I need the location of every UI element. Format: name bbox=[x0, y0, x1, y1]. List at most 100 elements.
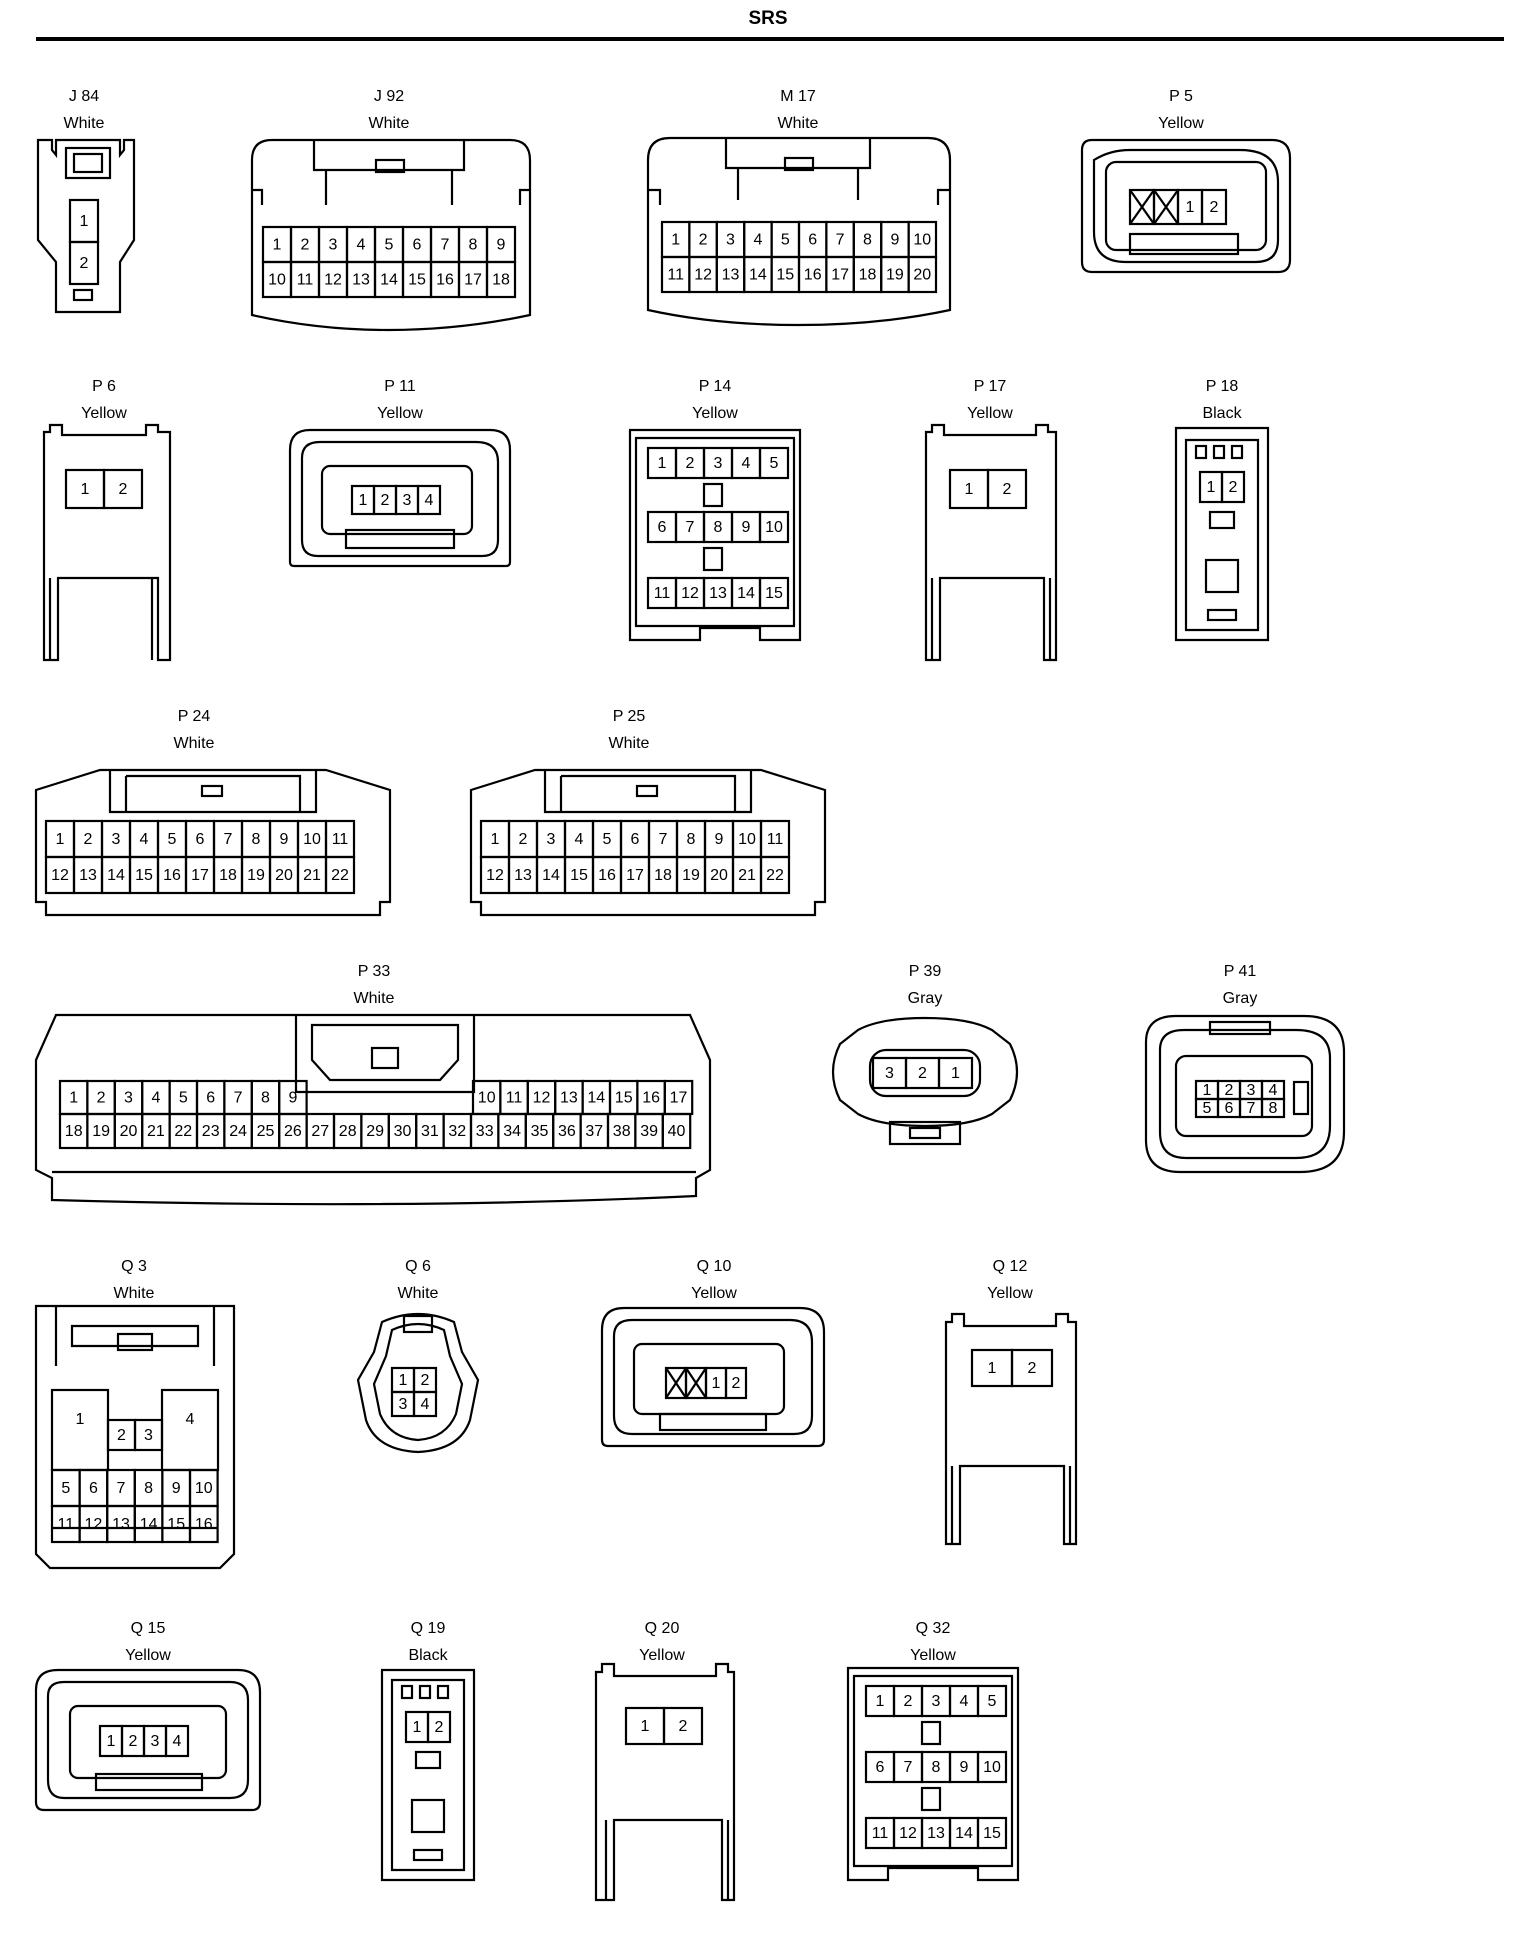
pin-label: 2 bbox=[1225, 1082, 1234, 1099]
connector-id-label: P 24 bbox=[178, 708, 211, 725]
connector-id-label: P 14 bbox=[699, 378, 732, 395]
pin-label: 11 bbox=[57, 1516, 74, 1533]
pin-label: 10 bbox=[765, 519, 783, 536]
pin-label: 15 bbox=[570, 867, 588, 884]
pin-cell bbox=[758, 510, 790, 544]
pin-cell bbox=[1220, 470, 1246, 504]
pin-label: 6 bbox=[413, 237, 422, 254]
pin-label: 9 bbox=[742, 519, 751, 536]
pin-label: 3 bbox=[714, 455, 723, 472]
outline bbox=[250, 138, 532, 332]
pin-label: 1 bbox=[76, 1411, 85, 1428]
pin-label: 32 bbox=[448, 1123, 466, 1140]
pin-label: 6 bbox=[1225, 1100, 1234, 1117]
pin-label: 34 bbox=[503, 1123, 521, 1140]
pin-cell bbox=[986, 468, 1028, 510]
pin-cell bbox=[68, 240, 100, 286]
pin-label: 4 bbox=[742, 455, 751, 472]
latch-frame bbox=[324, 170, 454, 205]
pin-label: 16 bbox=[436, 272, 454, 289]
pin-label: 1 bbox=[81, 481, 90, 498]
pin-label: 3 bbox=[932, 1693, 941, 1710]
inner-ring bbox=[1092, 148, 1280, 264]
side-key bbox=[648, 188, 950, 205]
connector-color-label: Yellow bbox=[639, 1647, 685, 1664]
pin-label: 40 bbox=[668, 1123, 686, 1140]
pin-label: 6 bbox=[196, 831, 205, 848]
pin-cell bbox=[160, 1388, 220, 1472]
pin-cell bbox=[1260, 1097, 1286, 1119]
pin-label: 13 bbox=[352, 272, 370, 289]
pin-label: 1 bbox=[273, 237, 282, 254]
outline bbox=[594, 1662, 736, 1902]
pin-label: 1 bbox=[399, 1372, 408, 1389]
key bbox=[1292, 1080, 1310, 1116]
rail bbox=[48, 578, 154, 660]
pin-label: 7 bbox=[117, 1480, 126, 1497]
pin-label: 14 bbox=[107, 867, 125, 884]
pin-label: 3 bbox=[547, 831, 556, 848]
pin-label: 10 bbox=[303, 831, 321, 848]
pin-label: 6 bbox=[206, 1090, 215, 1107]
latch bbox=[402, 1314, 434, 1334]
outline bbox=[831, 1016, 1019, 1128]
latch-frame bbox=[310, 1023, 460, 1082]
pin-label: 2 bbox=[519, 831, 528, 848]
pin-label: 21 bbox=[303, 867, 321, 884]
pin-label: 9 bbox=[280, 831, 289, 848]
pin-label: 14 bbox=[587, 1090, 605, 1107]
pin-label: 11 bbox=[506, 1090, 523, 1107]
latch-window bbox=[72, 152, 104, 174]
pin-label: 17 bbox=[670, 1090, 688, 1107]
outline bbox=[356, 1312, 480, 1454]
pin-label: 18 bbox=[219, 867, 237, 884]
pin-label: 18 bbox=[859, 267, 877, 284]
latch-frame bbox=[294, 1015, 476, 1094]
pin-label: 4 bbox=[960, 1693, 969, 1710]
tab bbox=[418, 1684, 432, 1700]
pin-label: 20 bbox=[275, 867, 293, 884]
pin-label: 15 bbox=[408, 272, 426, 289]
pin-label: 22 bbox=[766, 867, 784, 884]
pin-label: 6 bbox=[876, 1759, 885, 1776]
pin-label: 16 bbox=[163, 867, 181, 884]
pin-label: 1 bbox=[641, 1718, 650, 1735]
pin-label: 12 bbox=[533, 1090, 551, 1107]
pin-label: 2 bbox=[301, 237, 310, 254]
key bbox=[702, 546, 724, 572]
pin-label: 29 bbox=[366, 1123, 384, 1140]
connector-id-label: P 39 bbox=[909, 963, 942, 980]
pin-label: 7 bbox=[686, 519, 695, 536]
pin-label: 2 bbox=[1028, 1360, 1037, 1377]
outline bbox=[944, 1312, 1078, 1546]
pin-label: 10 bbox=[268, 272, 286, 289]
pin-cell bbox=[416, 484, 442, 516]
pin-label: 14 bbox=[737, 585, 755, 602]
pin-label: 15 bbox=[983, 1825, 1001, 1842]
latch-key bbox=[116, 1332, 154, 1352]
pin-label: 3 bbox=[726, 232, 735, 249]
pin-label: 10 bbox=[983, 1759, 1001, 1776]
pin-label: 36 bbox=[558, 1123, 576, 1140]
pin-label: 14 bbox=[380, 272, 398, 289]
key bbox=[94, 1772, 204, 1792]
pin-label: 10 bbox=[913, 232, 931, 249]
pin-label: 20 bbox=[710, 867, 728, 884]
latch-key bbox=[374, 158, 406, 174]
pin-label: 8 bbox=[1269, 1100, 1278, 1117]
pin-label: 2 bbox=[699, 232, 708, 249]
pin-label: 7 bbox=[904, 1759, 913, 1776]
pin-label: 8 bbox=[687, 831, 696, 848]
pin-label: 19 bbox=[247, 867, 265, 884]
outline bbox=[1144, 1014, 1346, 1174]
pin-label: 4 bbox=[151, 1090, 160, 1107]
connector-id-label: Q 32 bbox=[916, 1620, 951, 1637]
pin-label: 1 bbox=[359, 492, 368, 509]
